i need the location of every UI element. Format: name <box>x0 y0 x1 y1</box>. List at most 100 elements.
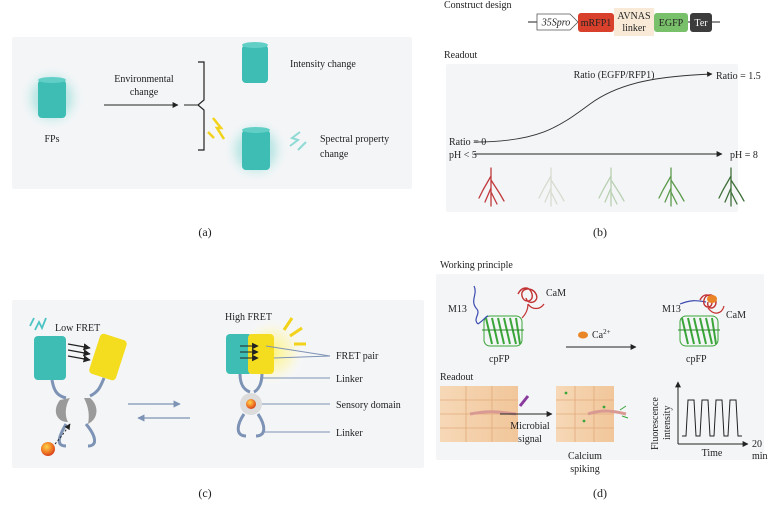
intensity-change-cylinder <box>242 42 268 83</box>
y-axis-label-line-2: intensity <box>662 406 673 440</box>
high-energy-arrows <box>240 342 259 362</box>
cpfp-barrel-left <box>482 315 524 347</box>
panel-a-label: (a) <box>198 225 211 239</box>
signal-line-1: Microbial <box>510 421 550 432</box>
panel-c-label: (c) <box>198 486 211 500</box>
construct-title: Construct design <box>444 0 512 11</box>
fp-label: FPs <box>44 134 59 145</box>
panel-a-background <box>12 37 412 189</box>
high-fret-label: High FRET <box>225 312 272 323</box>
egfp-block <box>654 13 688 32</box>
sensory-domain-label: Sensory domain <box>336 400 401 411</box>
panel-a: FPs Environmental change Intensity chang… <box>12 37 412 239</box>
ratio-high-label: Ratio = 1.5 <box>716 71 761 82</box>
promoter-label: 35Spro <box>541 18 571 29</box>
panel-d-label: (d) <box>593 486 607 500</box>
yellow-flash-icon <box>207 117 226 140</box>
cam-link-left <box>521 303 529 319</box>
m13-peptide-left <box>473 285 479 325</box>
low-fret-label: Low FRET <box>55 323 100 334</box>
high-lower-linker <box>236 413 266 438</box>
fp-cylinder-glowing <box>18 64 86 132</box>
cpfp-right-label: cpFP <box>686 354 707 365</box>
geci-unbound <box>473 285 545 347</box>
root-series <box>478 167 745 207</box>
callout-lines <box>260 345 331 433</box>
high-fret-sensor: High FRET <box>225 312 306 438</box>
cam-left-label: CaM <box>546 288 566 299</box>
root-sketch <box>478 167 505 207</box>
low-energy-arrows <box>67 343 91 363</box>
panel-b-background <box>446 64 738 212</box>
m13-right-label: M13 <box>662 304 681 315</box>
promoter-arrow <box>536 13 579 31</box>
cam-right-label: CaM <box>726 310 746 321</box>
calcium-label: Ca2+ <box>592 328 611 341</box>
panel-d: Working principle M13 CaM cpFP Ca2+ <box>436 260 768 500</box>
root-hair-right <box>587 409 627 416</box>
calcium-symbol: Ca <box>592 330 604 341</box>
time-value: 20 <box>752 439 762 450</box>
bound-calcium-ion <box>707 295 717 303</box>
low-open-sensory-domain <box>55 398 97 424</box>
time-unit: min <box>752 451 768 462</box>
mrfp1-block <box>578 13 614 32</box>
cyan-flash-icon <box>289 131 307 151</box>
construct-map: 35Spro mRFP1 AVNAS linker EGFP Ter <box>528 8 720 36</box>
intensity-change-label: Intensity change <box>290 59 356 70</box>
linker-label-line-1: AVNAS <box>617 11 650 22</box>
signal-line-2: signal <box>518 434 542 445</box>
spiking-line-2: spiking <box>570 464 599 475</box>
geci-bound <box>678 294 725 347</box>
calcium-ion-icon <box>578 331 588 339</box>
ph-low-label: pH < 5 <box>449 150 477 161</box>
mrfp1-label: mRFP1 <box>581 18 612 29</box>
calcium-trace <box>682 399 742 437</box>
bound-analyte-ion <box>246 399 256 409</box>
panel-b-label: (b) <box>593 225 607 239</box>
linker-label-line-2: linker <box>622 23 646 34</box>
analyte-binding-arrow <box>54 423 71 445</box>
ratio-curve <box>473 71 713 143</box>
root-cells-right <box>556 386 629 442</box>
ph-high-label: pH = 8 <box>730 150 758 161</box>
stimulus-line-2: change <box>130 87 159 98</box>
stimulus-line-1: Environmental <box>114 74 174 85</box>
y-axis-label-line-1: Fluorescence <box>650 397 661 450</box>
fret-pair-label: FRET pair <box>336 351 379 362</box>
cyan-emission-icon <box>29 317 47 331</box>
yellow-emission-icon <box>282 317 306 346</box>
microbe-icon <box>518 395 530 407</box>
low-lower-linker <box>57 423 96 448</box>
linker-bottom-label: Linker <box>336 428 363 439</box>
analyte-ion <box>41 442 55 456</box>
spectral-change-cylinder <box>222 116 290 184</box>
m13-left-label: M13 <box>448 304 467 315</box>
spectral-change-line-1: Spectral property <box>320 134 389 145</box>
cpfp-left-label: cpFP <box>489 354 510 365</box>
ratio-title: Ratio (EGFP/RFP1) <box>574 70 655 81</box>
readout-title-d: Readout <box>440 372 474 383</box>
spectral-change-line-2: change <box>320 149 349 160</box>
x-axis-label: Time <box>702 448 723 459</box>
root-sketch <box>538 167 565 207</box>
calcium-charge: 2+ <box>603 328 611 336</box>
high-acceptor-cylinder <box>248 334 274 374</box>
spiking-glow-icon <box>619 405 629 419</box>
terminator-block <box>690 13 712 32</box>
linker-block <box>614 8 654 36</box>
root-sketch <box>718 167 745 207</box>
egfp-label: EGFP <box>659 18 684 29</box>
high-upper-linker <box>238 373 264 394</box>
high-donor-cylinder <box>226 334 252 374</box>
spiking-line-1: Calcium <box>568 451 602 462</box>
m13-link-left <box>477 315 489 325</box>
panel-b: Construct design 35Spro mRFP1 AVNAS link… <box>444 0 761 239</box>
low-fret-sensor: Low FRET <box>29 317 127 456</box>
cpfp-barrel-right <box>678 315 720 347</box>
terminator-label: Ter <box>694 18 708 29</box>
working-principle-title: Working principle <box>440 260 513 271</box>
cam-left-coils <box>517 287 545 310</box>
low-upper-linker <box>50 377 106 400</box>
